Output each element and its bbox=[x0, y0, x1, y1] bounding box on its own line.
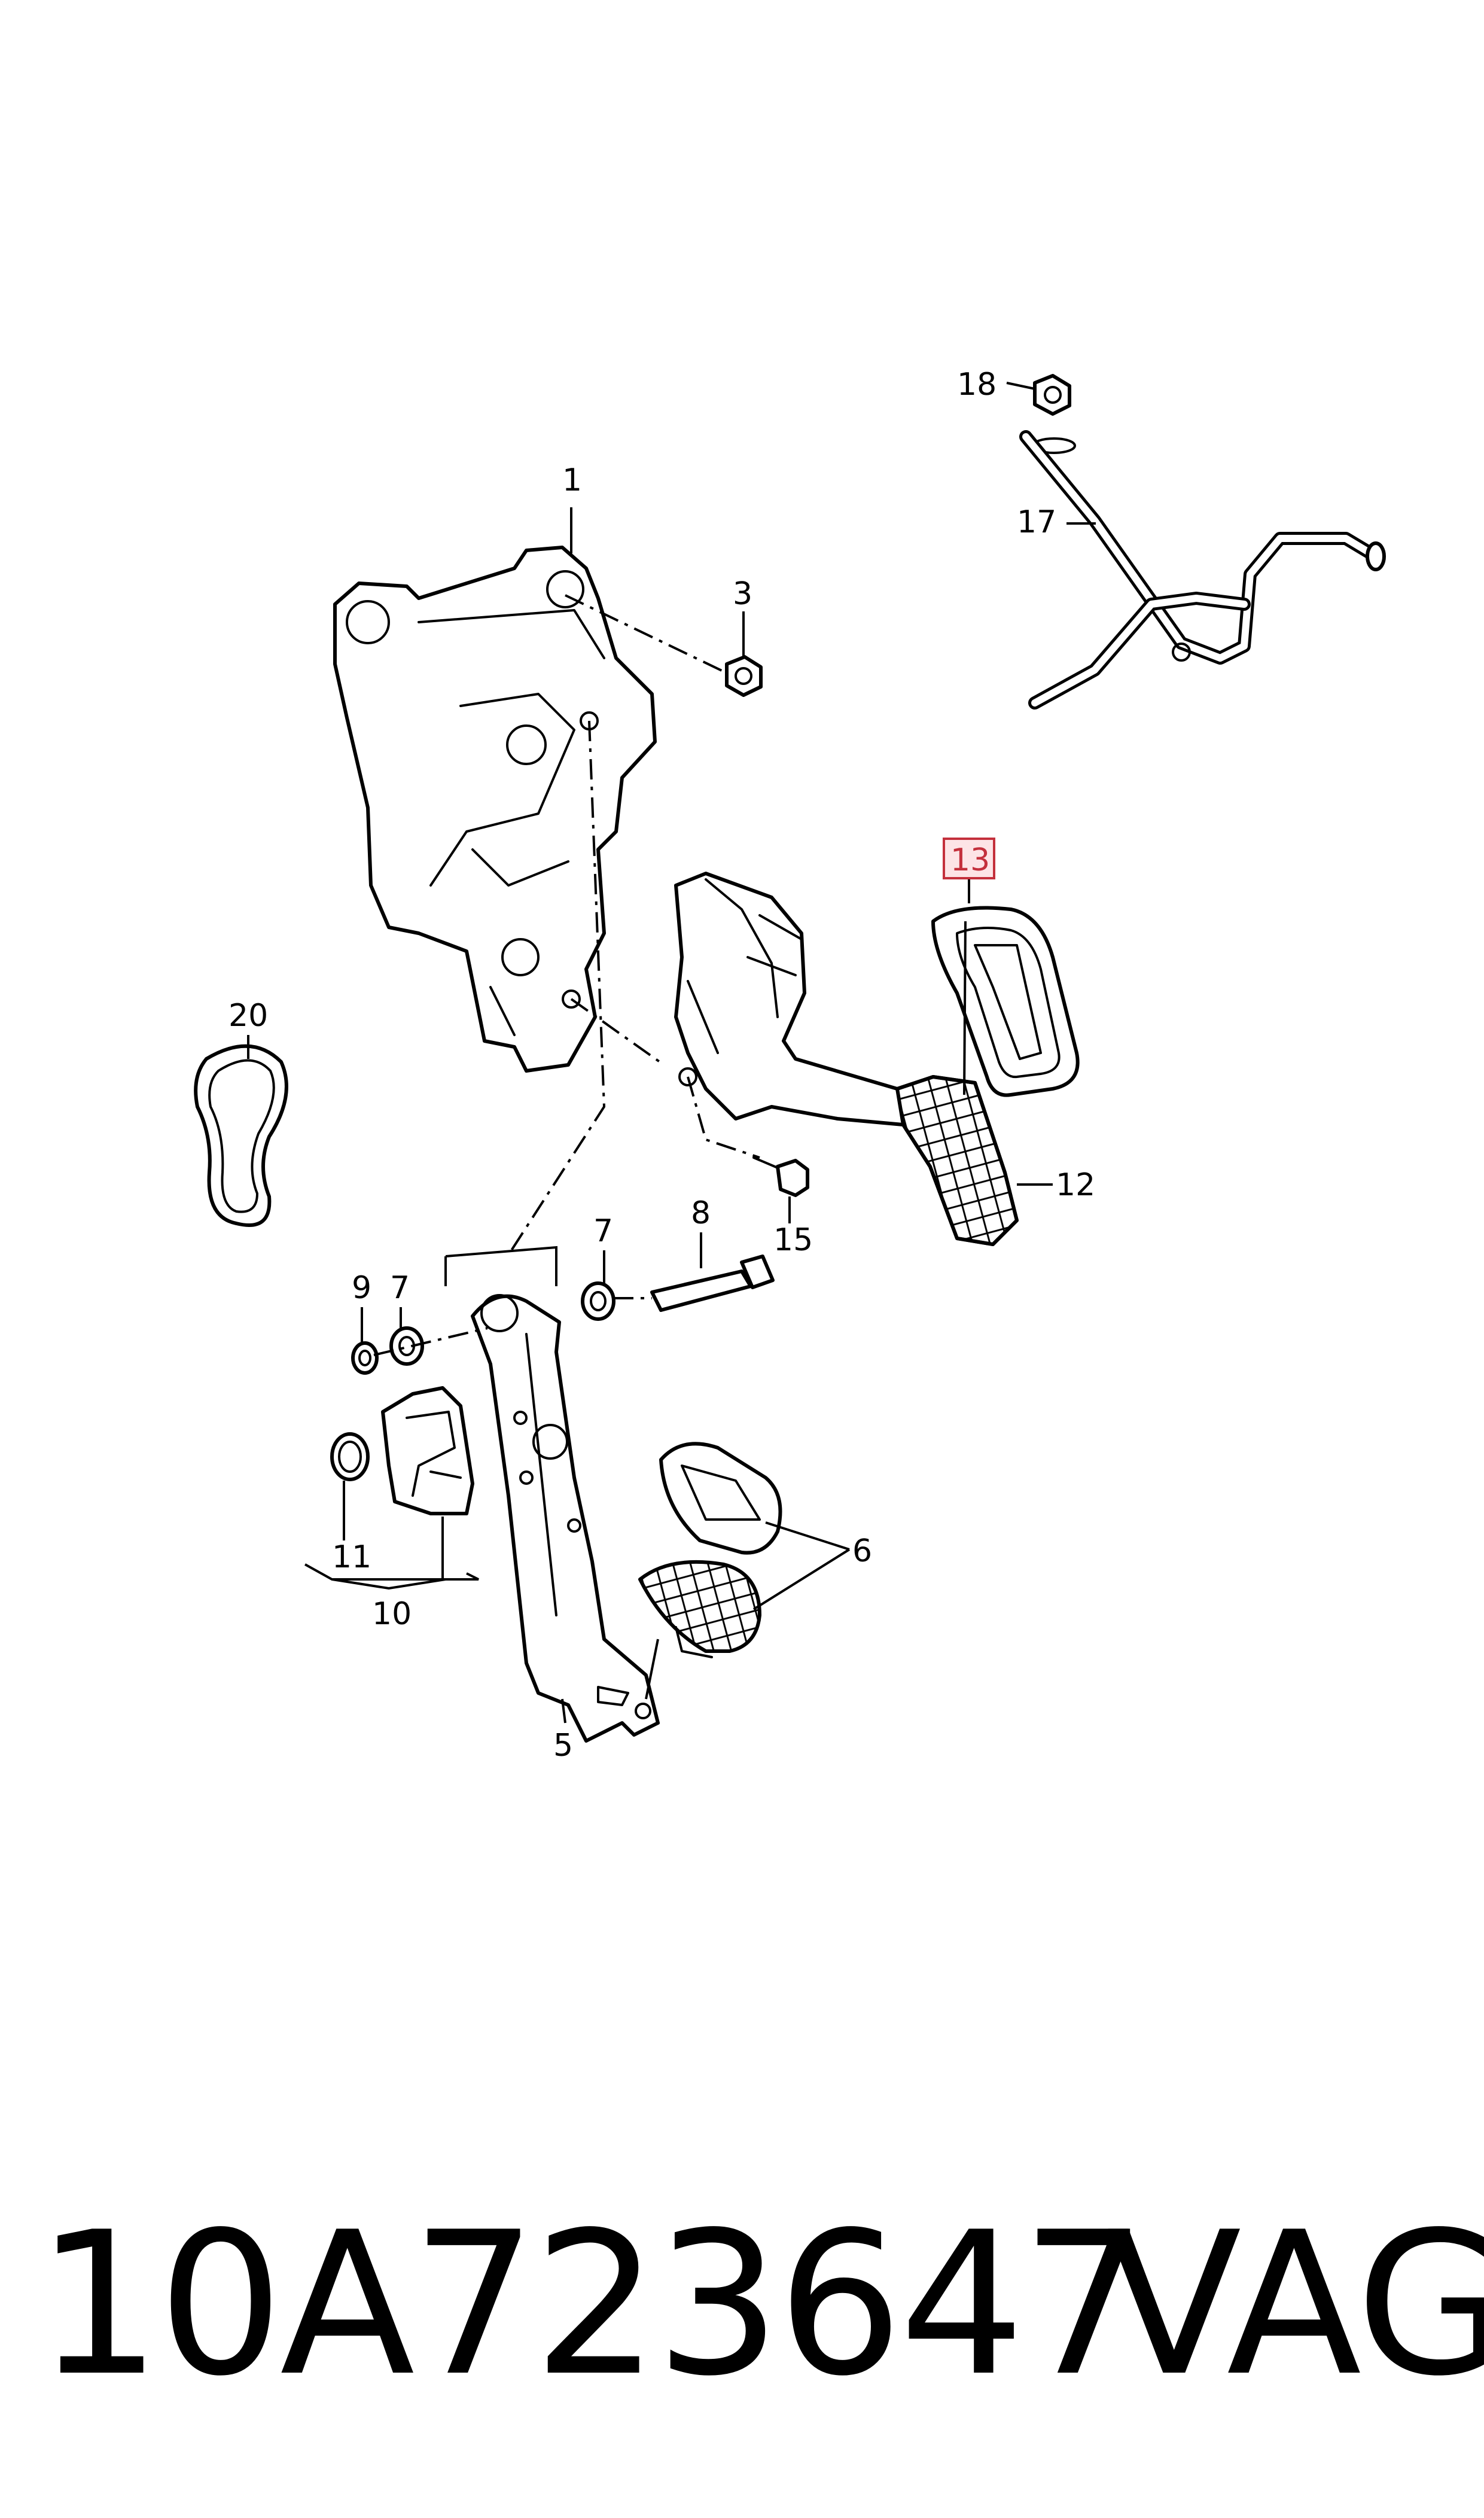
assembly-lines bbox=[373, 594, 760, 1356]
pedal-pads-part-6 bbox=[638, 1442, 782, 1658]
nut-part-18 bbox=[1032, 374, 1076, 454]
o-ring-part-9 bbox=[351, 1341, 379, 1375]
switch-assembly-part-10 bbox=[381, 1386, 474, 1515]
brand-name: VAG bbox=[1107, 2190, 1484, 2419]
callout-7-left: 7 bbox=[390, 1270, 410, 1306]
callout-8: 8 bbox=[691, 1195, 711, 1231]
bushing-part-7-right bbox=[581, 1281, 615, 1321]
callout-15: 15 bbox=[773, 1222, 813, 1258]
pedal-lever-part-5 bbox=[471, 1294, 660, 1743]
gasket-part-20 bbox=[194, 1044, 288, 1227]
callout-6: 6 bbox=[852, 1533, 872, 1569]
footer: 10A723647 VAG bbox=[0, 2190, 1484, 2453]
callout-11: 11 bbox=[332, 1539, 371, 1575]
callout-10: 10 bbox=[372, 1596, 412, 1632]
callout-3: 3 bbox=[733, 576, 752, 612]
callout-13: 13 bbox=[950, 842, 990, 878]
part-number: 10A723647 bbox=[36, 2190, 1147, 2419]
support-rod-part-17 bbox=[1019, 430, 1386, 710]
callout-9: 9 bbox=[352, 1270, 371, 1306]
pedal-bracket-part-1 bbox=[333, 546, 657, 1073]
callout-13-highlight bbox=[943, 838, 995, 879]
nut-part-3 bbox=[725, 655, 763, 697]
callout-1: 1 bbox=[562, 462, 582, 498]
leader-lines bbox=[247, 382, 1096, 1724]
callout-20: 20 bbox=[228, 998, 268, 1034]
callout-5: 5 bbox=[553, 1728, 573, 1764]
callout-7-right: 7 bbox=[593, 1213, 613, 1249]
callout-12: 12 bbox=[1056, 1167, 1095, 1203]
pivot-bolt-part-8 bbox=[650, 1255, 775, 1312]
seal-ring-part-11 bbox=[330, 1432, 370, 1481]
pedal-pad-part-13 bbox=[931, 906, 1080, 1097]
accelerator-pedal-part-12 bbox=[674, 872, 1019, 1246]
callout-17: 17 bbox=[1017, 504, 1056, 540]
callout-labels: 1 3 18 17 13 12 15 20 9 7 7 8 11 10 6 5 bbox=[228, 367, 1095, 1764]
bushing-part-7-left bbox=[389, 1326, 424, 1366]
callout-18: 18 bbox=[957, 367, 997, 403]
screw-part-15 bbox=[752, 1156, 809, 1197]
